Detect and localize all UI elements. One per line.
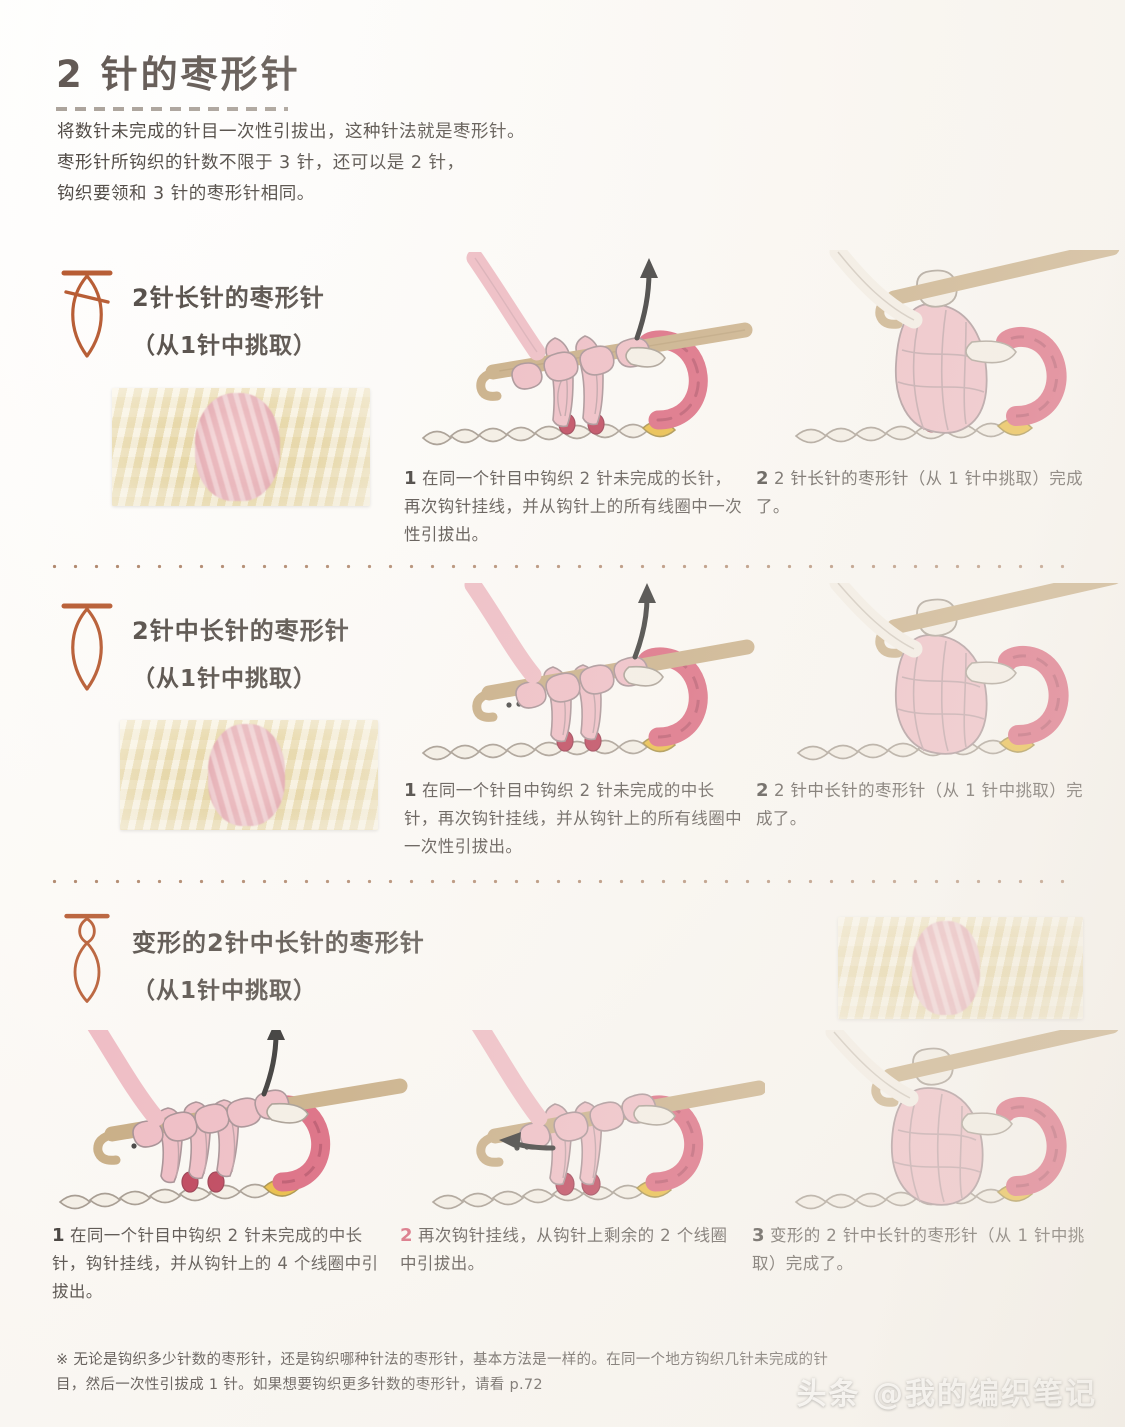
caption-2-2-text: 2 针中长针的枣形针（从 1 针中挑取）完成了。 xyxy=(756,781,1084,828)
caption-3-3-text: 变形的 2 针中长针的枣形针（从 1 针中挑取）完成了。 xyxy=(752,1226,1085,1273)
stitch-symbol-row-2: 2针中长针的枣形针 （从1针中挑取） xyxy=(56,597,350,693)
swatch-photo-2dc-bobble xyxy=(112,388,370,506)
section-double-crochet-bobble: 2针长针的枣形针 （从1针中挑取） xyxy=(0,250,1125,550)
stitch-label-2-line2: （从1针中挑取） xyxy=(132,666,318,692)
stitch-label-3-line1: 变形的2针中长针的枣形针 xyxy=(132,929,425,957)
bobble-2dc-symbol xyxy=(61,270,113,358)
page-footnote: ※ 无论是钩织多少针数的枣形针，还是钩织哪种针法的枣形针，基本方法是一样的。在同… xyxy=(56,1352,829,1393)
stitch-label-1-line2: （从1针中挑取） xyxy=(132,333,318,359)
intro-paragraph: 将数针未完成的针目一次性引拔出，这种针法就是枣形针。 枣形针所钩织的针数不限于 … xyxy=(57,117,697,210)
stitch-symbol-row-3: 变形的2针中长针的枣形针 （从1针中挑取） xyxy=(56,909,425,1005)
illustration-hook-with-two-unfinished-hdc xyxy=(415,583,755,773)
caption-3-3-number: 3 xyxy=(752,1225,765,1246)
caption-3-2-text: 再次钩针挂线，从钩针上剩余的 2 个线圈中引拔出。 xyxy=(400,1226,728,1273)
title-underline-dashes xyxy=(56,107,288,111)
page-title: 2 针的枣形针 xyxy=(56,53,301,96)
caption-3-1-text: 在同一个针目中钩织 2 针未完成的中长针，钩针挂线，并从钩针上的 4 个线圈中引… xyxy=(52,1226,379,1301)
stitch-label-2: 2针中长针的枣形针 （从1针中挑取） xyxy=(132,597,350,693)
illustration-finished-2dc-bobble xyxy=(790,250,1120,455)
caption-1-1-text: 在同一个针目中钩织 2 针未完成的长针，再次钩针挂线，并从钩针上的所有线圈中一次… xyxy=(404,469,742,544)
section-half-double-crochet-bobble: 2针中长针的枣形针 （从1针中挑取） xyxy=(0,565,1125,865)
intro-line-3: 钩织要领和 3 针的枣形针相同。 xyxy=(57,184,315,204)
swatch-photo-modified-2hdc-bobble xyxy=(838,917,1083,1019)
watermark-text: 头条 @我的编织笔记 xyxy=(796,1377,1097,1412)
page-header: 2 针的枣形针 xyxy=(56,44,301,111)
illustration-finished-2hdc-bobble xyxy=(792,583,1122,773)
caption-1-1-number: 1 xyxy=(404,468,417,489)
caption-1-2-number: 2 xyxy=(756,468,769,489)
caption-2-2-number: 2 xyxy=(756,780,769,801)
caption-2-1-number: 1 xyxy=(404,780,417,801)
swatch-photo-2hdc-bobble xyxy=(120,720,378,830)
stitch-label-3-line2: （从1针中挑取） xyxy=(132,978,318,1004)
caption-2-1-text: 在同一个针目中钩织 2 针未完成的中长针，再次钩针挂线，并从钩针上的所有线圈中一… xyxy=(404,781,742,856)
stitch-symbol-row-1: 2针长针的枣形针 （从1针中挑取） xyxy=(56,264,325,360)
intro-line-1: 将数针未完成的针目一次性引拔出，这种针法就是枣形针。 xyxy=(57,122,525,142)
stitch-label-2-line1: 2针中长针的枣形针 xyxy=(132,617,350,645)
bobble-modified-2hdc-symbol xyxy=(64,913,110,1003)
section-modified-half-double-crochet-bobble: 变形的2针中长针的枣形针 （从1针中挑取） xyxy=(0,885,1125,1305)
illustration-hook-pull-through-two-loops xyxy=(425,1030,765,1220)
stitch-label-1: 2针长针的枣形针 （从1针中挑取） xyxy=(132,264,325,360)
section-divider-1 xyxy=(44,563,1081,570)
stitch-label-1-line1: 2针长针的枣形针 xyxy=(132,284,325,312)
illustration-hook-with-two-unfinished-dc xyxy=(415,252,755,457)
caption-3-1-number: 1 xyxy=(52,1225,65,1246)
section-divider-2 xyxy=(44,878,1081,885)
caption-1-2-text: 2 针长针的枣形针（从 1 针中挑取）完成了。 xyxy=(756,469,1084,516)
stitch-label-3: 变形的2针中长针的枣形针 （从1针中挑取） xyxy=(132,909,425,1005)
illustration-hook-with-four-loops xyxy=(50,1030,410,1220)
caption-3-2-number: 2 xyxy=(400,1225,413,1246)
bobble-2hdc-symbol xyxy=(61,603,113,691)
intro-line-2: 枣形针所钩织的针数不限于 3 针，还可以是 2 针， xyxy=(57,153,465,173)
illustration-finished-modified-bobble xyxy=(790,1030,1120,1220)
